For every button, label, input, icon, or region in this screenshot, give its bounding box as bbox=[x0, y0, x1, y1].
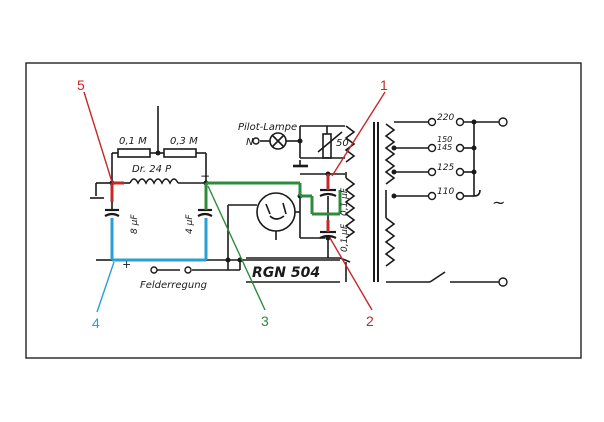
callout-3: 3 bbox=[261, 313, 269, 329]
label-choke: Dr. 24 P bbox=[132, 164, 172, 175]
callout-2: 2 bbox=[366, 313, 374, 329]
label-r2: 0,3 M bbox=[170, 136, 198, 147]
label-pilot: Pilot-Lampe bbox=[238, 122, 297, 133]
rectifier-tube bbox=[256, 192, 296, 232]
callout-4: 4 bbox=[92, 315, 100, 331]
circuit-wiring bbox=[90, 106, 500, 283]
label-field: Felderregung bbox=[140, 280, 207, 291]
label-tilde: ~ bbox=[492, 193, 505, 212]
green-wires bbox=[204, 181, 342, 216]
label-n: N bbox=[246, 137, 254, 148]
resistor-01m bbox=[117, 148, 151, 158]
terminals bbox=[150, 117, 508, 287]
tap-125: 125 bbox=[437, 163, 454, 173]
resistor-03m bbox=[163, 148, 197, 158]
tap-220: 220 bbox=[437, 113, 454, 123]
callout-5: 5 bbox=[77, 77, 85, 93]
label-tube: RGN 504 bbox=[252, 265, 320, 281]
label-c1: 0,1 µF bbox=[340, 187, 350, 216]
choke-coil bbox=[129, 178, 179, 185]
diagram-frame bbox=[25, 62, 582, 359]
label-r3: 50 bbox=[336, 138, 349, 149]
label-c3: 8 µF bbox=[130, 214, 140, 234]
label-c4: 4 µF bbox=[185, 214, 195, 234]
label-minus: − bbox=[200, 169, 210, 183]
blue-wires bbox=[110, 218, 208, 262]
label-r1: 0,1 M bbox=[119, 136, 147, 147]
label-c2: 0,1 µF bbox=[340, 223, 350, 252]
label-plus: + bbox=[122, 258, 131, 271]
callout-leaders bbox=[83, 91, 386, 313]
callout-1: 1 bbox=[380, 77, 388, 93]
red-wires bbox=[110, 174, 330, 232]
tap-110: 110 bbox=[437, 187, 454, 197]
